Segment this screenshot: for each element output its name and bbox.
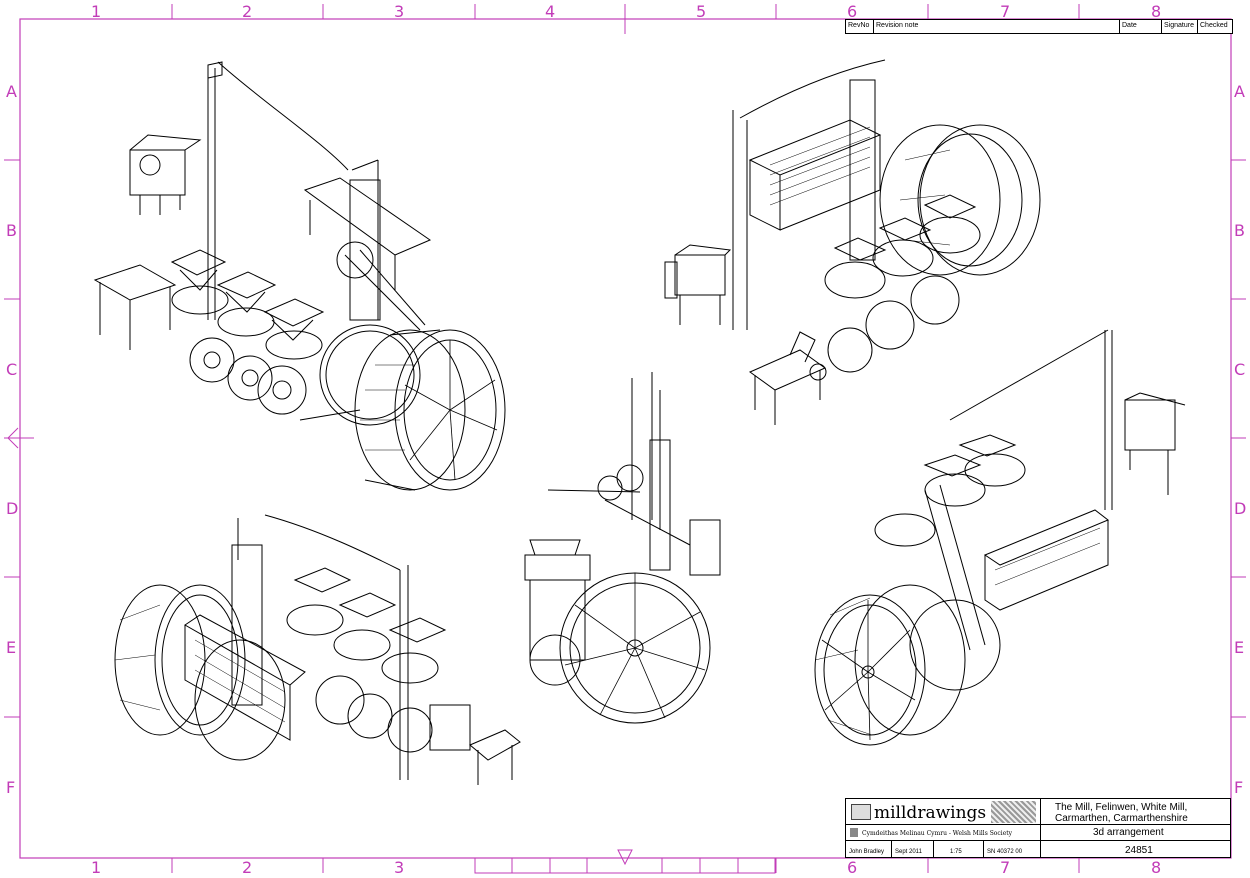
zone-right-C: C [1234, 360, 1246, 379]
zone-bottom-3: 3 [394, 858, 405, 877]
date-value: Sept 2011 [895, 849, 922, 855]
zone-left-D: D [6, 499, 19, 518]
zone-bottom-1: 1 [91, 858, 102, 877]
drawing-title: 3d arrangement [1093, 827, 1164, 838]
view-bottom-right [814, 329, 1186, 746]
zone-right-F: F [1234, 778, 1244, 797]
date-cell: Sept 2011 [892, 841, 934, 858]
zone-right-A: A [1234, 82, 1245, 101]
zone-left-F: F [6, 778, 16, 797]
society-line: Cymdeithas Melinau Cymru - Welsh Mills S… [862, 830, 1013, 837]
zone-bottom-2: 2 [242, 858, 253, 877]
project-cell: The Mill, Felinwen, White Mill, Carmarth… [1041, 799, 1231, 825]
zone-right-D: D [1234, 499, 1247, 518]
drawing-number: 24851 [1125, 845, 1153, 856]
project-line-2: Carmarthen, Carmarthenshire [1055, 813, 1188, 824]
drawn-by: John Bradley [849, 849, 885, 855]
society-cell: Cymdeithas Melinau Cymru - Welsh Mills S… [846, 825, 1041, 841]
zone-top-6: 6 [847, 2, 858, 21]
zone-right-E: E [1234, 638, 1245, 657]
society-seal [991, 801, 1036, 823]
zone-top-4: 4 [545, 2, 556, 21]
zone-top-5: 5 [696, 2, 707, 21]
revision-table: RevNo Revision note Date Signature Check… [845, 19, 1233, 34]
zone-top-3: 3 [394, 2, 405, 21]
zone-top-7: 7 [1000, 2, 1011, 21]
zone-bottom-8: 8 [1151, 858, 1162, 877]
grid-ref-cell: SN 40372 00 [984, 841, 1041, 858]
zone-left-A: A [6, 82, 17, 101]
logo-cell: milldrawings [846, 799, 1041, 825]
rev-no-header: RevNo [846, 20, 874, 33]
zone-top-8: 8 [1151, 2, 1162, 21]
view-centre [524, 372, 721, 724]
logo-text: milldrawings [874, 803, 987, 823]
rev-note-header: Revision note [874, 20, 1120, 33]
zone-bottom-7: 7 [1000, 858, 1011, 877]
zone-top-1: 1 [91, 2, 102, 21]
title-block: milldrawings Cymdeithas Melinau Cymru - … [845, 798, 1231, 858]
rev-date-header: Date [1120, 20, 1162, 33]
scale-cell: 1:75 [934, 841, 984, 858]
rev-checked-header: Checked [1200, 22, 1228, 29]
rev-signature-header: Signature [1162, 20, 1198, 33]
zone-bottom-6: 6 [847, 858, 858, 877]
scale-value: 1:75 [950, 849, 962, 855]
grid-ref: SN 40372 00 [987, 849, 1023, 855]
project-line-1: The Mill, Felinwen, White Mill, [1055, 802, 1188, 813]
zone-left-C: C [6, 360, 18, 379]
drawing-title-cell: 3d arrangement [1041, 825, 1231, 841]
view-bottom-left [114, 514, 521, 785]
zone-top-2: 2 [242, 2, 253, 21]
view-top-right [664, 59, 1041, 425]
drawn-by-cell: John Bradley [846, 841, 892, 858]
society-icon [850, 828, 858, 837]
drawing-number-cell: 24851 [1041, 841, 1231, 858]
logo-icon [851, 804, 871, 820]
zone-left-E: E [6, 638, 17, 657]
view-top-left [93, 61, 506, 491]
zone-right-B: B [1234, 221, 1245, 240]
zone-left-B: B [6, 221, 17, 240]
